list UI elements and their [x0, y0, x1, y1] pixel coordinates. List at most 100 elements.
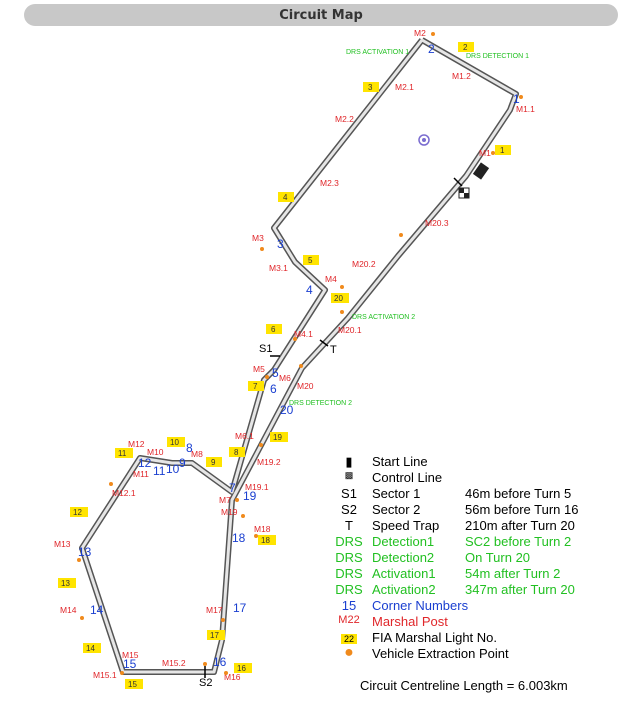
- extraction-point: [399, 233, 403, 237]
- extraction-point: [221, 618, 225, 622]
- marshal-post-m4: M4: [325, 274, 337, 284]
- svg-text:14: 14: [86, 644, 95, 653]
- corner-8: 8: [186, 441, 193, 455]
- svg-text:11: 11: [118, 449, 127, 458]
- marshal-post-m15-2: M15.2: [162, 658, 186, 668]
- marshal-post-m16: M16: [224, 672, 241, 682]
- marshal-post-m11: M11: [133, 469, 149, 479]
- light-8: 8: [229, 447, 245, 457]
- light-20: 20: [331, 293, 349, 303]
- svg-text:3: 3: [368, 83, 373, 92]
- marshal-post-m20-1: M20.1: [338, 325, 362, 335]
- extraction-point: [235, 498, 239, 502]
- marshal-post-m7: M7: [219, 495, 231, 505]
- light-12: 12: [70, 507, 88, 517]
- title-bar: Circuit Map: [24, 4, 618, 26]
- svg-text:13: 13: [61, 579, 70, 588]
- marshal-post-m2-2: M2.2: [335, 114, 354, 124]
- svg-text:18: 18: [261, 536, 270, 545]
- light-13: 13: [58, 578, 76, 588]
- extraction-point: [254, 534, 258, 538]
- track-surface: [80, 38, 518, 674]
- corner-7: 7: [229, 481, 236, 495]
- marshal-post-m10: M10: [147, 447, 164, 457]
- start-line-icon: [472, 162, 490, 180]
- extraction-point: [77, 558, 81, 562]
- corner-1: 1: [513, 92, 520, 106]
- marshal-post-m12: M12: [128, 439, 145, 449]
- control-line-icon: [458, 187, 470, 199]
- extraction-point: [80, 616, 84, 620]
- svg-text:12: 12: [73, 508, 82, 517]
- start-line-icon: ▮: [345, 454, 353, 469]
- marshal-post-m3: M3: [252, 233, 264, 243]
- light-3: 3: [363, 82, 379, 92]
- marshal-post-m6-1: M6.1: [235, 431, 254, 441]
- extraction-point: [259, 443, 263, 447]
- corner-9: 9: [179, 456, 186, 470]
- speed-trap-line: [319, 339, 329, 347]
- light-10: 10: [167, 437, 185, 447]
- centreline-length: Circuit Centreline Length = 6.003km: [360, 678, 568, 693]
- control-line-icon: ▩: [344, 470, 354, 480]
- marshal-post-m2: M2: [414, 28, 426, 38]
- marshal-post-m8: M8: [191, 449, 203, 459]
- light-19: 19: [270, 432, 288, 442]
- marshal-post-m6: M6: [279, 373, 291, 383]
- marshal-post-m19-2: M19.2: [257, 457, 281, 467]
- svg-text:9: 9: [211, 458, 216, 467]
- extraction-point: [491, 151, 495, 155]
- light-1: 1: [495, 145, 511, 155]
- light-17: 17: [207, 630, 225, 640]
- corner-11: 11: [153, 464, 166, 478]
- track-outline: [79, 37, 519, 675]
- infield-logo-icon: [418, 134, 430, 146]
- corner-3: 3: [277, 237, 284, 251]
- extraction-point: [260, 247, 264, 251]
- marshal-post-m4-1: M4.1: [294, 329, 313, 339]
- marshal-post-m14: M14: [60, 605, 77, 615]
- marshal-post-m3-1: M3.1: [269, 263, 288, 273]
- light-6: 6: [266, 324, 282, 334]
- extraction-point: [293, 337, 297, 341]
- marshal-post-m15: M15: [122, 650, 139, 660]
- svg-text:10: 10: [170, 438, 179, 447]
- svg-text:2: 2: [463, 43, 468, 52]
- sector-1-label: S1: [259, 343, 272, 355]
- light-18: 18: [258, 535, 276, 545]
- marshal-post-m20-2: M20.2: [352, 259, 376, 269]
- corner-4: 4: [306, 283, 313, 297]
- corner-5: 5: [272, 366, 279, 380]
- drs-detection-1-label: DRS DETECTION 1: [466, 53, 529, 60]
- svg-text:8: 8: [234, 448, 239, 457]
- marshal-post-m13: M13: [54, 539, 71, 549]
- extraction-point: [224, 671, 228, 675]
- extraction-point: [120, 671, 124, 675]
- sector-2-label: S2: [199, 677, 212, 689]
- extraction-point: [109, 482, 113, 486]
- control-line-mark: [453, 177, 463, 187]
- drs-detection-2-label: DRS DETECTION 2: [289, 400, 352, 407]
- corner-15: 15: [123, 657, 137, 671]
- light-4: 4: [278, 192, 294, 202]
- extraction-point: [299, 364, 303, 368]
- extraction-point: [203, 662, 207, 666]
- corner-16: 16: [213, 655, 227, 669]
- corner-19: 19: [243, 489, 257, 503]
- marshal-post-m15-1: M15.1: [93, 670, 117, 680]
- drs-activation-2-label: DRS ACTIVATION 2: [352, 314, 415, 321]
- corner-17: 17: [233, 601, 247, 615]
- light-16: 16: [234, 663, 252, 673]
- light-number-swatch: 22: [340, 634, 357, 644]
- marshal-post-m18: M18: [254, 524, 271, 534]
- corner-18: 18: [232, 531, 246, 545]
- speed-trap-label: T: [330, 344, 337, 356]
- marshal-post-m20: M20: [297, 381, 314, 391]
- marshal-post-m1-1: M1.1: [516, 104, 535, 114]
- svg-text:4: 4: [283, 193, 288, 202]
- extraction-point: [340, 285, 344, 289]
- corner-20: 20: [280, 403, 294, 417]
- marshal-post-m1: M1: [479, 148, 491, 158]
- light-15: 15: [125, 679, 143, 689]
